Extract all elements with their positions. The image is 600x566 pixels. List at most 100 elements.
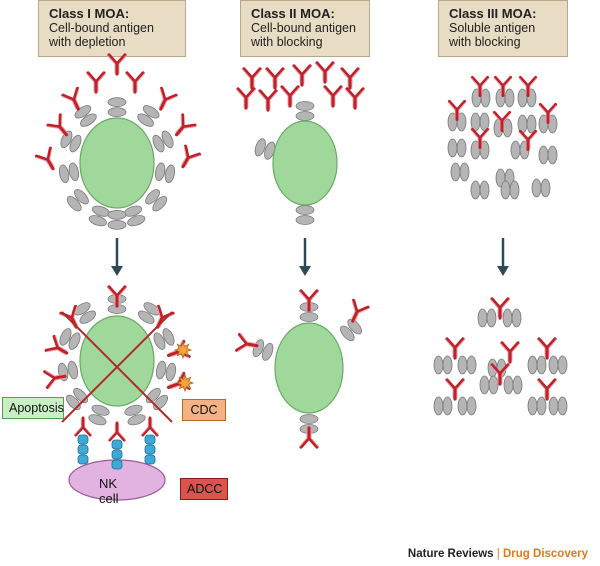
antigen-lobe <box>254 138 266 157</box>
antibody-highlight <box>242 69 262 88</box>
antibody <box>158 86 178 111</box>
dying-target-cell <box>79 315 155 407</box>
antigen-lobe <box>456 138 467 158</box>
antibody <box>518 129 538 152</box>
antigen-lobe <box>442 396 453 416</box>
class-2-header: Class II MOA: Cell-bound antigen with bl… <box>240 0 370 57</box>
soluble-antigen <box>479 375 499 395</box>
apoptosis-label: Apoptosis <box>2 397 64 419</box>
antigen-lobe <box>74 189 89 205</box>
antibody <box>518 75 538 98</box>
soluble-antigen <box>470 180 490 200</box>
antibody <box>107 53 127 76</box>
antigen-lobe <box>536 396 547 416</box>
antibody-highlight <box>493 77 513 96</box>
antigen-lobe <box>548 396 559 416</box>
antibody <box>46 113 69 137</box>
antigen <box>74 105 97 127</box>
journal-footer: Nature Reviews | Drug Discovery <box>408 548 588 560</box>
antibody-body <box>490 363 510 386</box>
antibody-body <box>492 110 512 133</box>
antigen <box>107 209 127 230</box>
antigen-lobe <box>504 88 515 108</box>
antibody-body <box>107 53 127 76</box>
antibody-highlight <box>537 380 557 399</box>
antigen-lobe <box>477 308 488 328</box>
antibody <box>470 127 490 150</box>
antibody-highlight <box>445 380 465 399</box>
antibody <box>299 289 319 312</box>
antibody-highlight <box>168 372 190 391</box>
antibody-highlight <box>490 365 510 384</box>
antibody <box>340 67 360 90</box>
antibody <box>235 332 259 352</box>
antigen-lobe <box>107 209 127 220</box>
antigen-lobe <box>548 355 559 375</box>
complement-burst <box>175 373 195 393</box>
antigen-lobe <box>127 414 146 426</box>
antibody-highlight <box>61 88 81 110</box>
antigen-lobe <box>107 97 127 108</box>
antigen-lobe <box>80 113 97 127</box>
antibody <box>181 144 202 169</box>
antigen-lobe <box>450 162 461 182</box>
antibody <box>345 87 365 110</box>
antigen-lobe <box>527 355 538 375</box>
antigen-lobe <box>66 196 82 212</box>
antigen <box>254 138 276 160</box>
antibody-highlight <box>445 339 465 358</box>
antibody-highlight <box>299 428 319 447</box>
antibody-body <box>445 337 465 360</box>
antibody-body <box>345 87 365 110</box>
soluble-antigen <box>538 145 558 165</box>
antigen-lobe <box>88 215 107 227</box>
antibody-body <box>493 75 513 98</box>
antibody-highlight <box>537 339 557 358</box>
antigen <box>59 328 81 350</box>
antibody-body <box>538 102 558 125</box>
antigen-lobe <box>154 162 166 182</box>
antigen-lobe <box>88 414 107 426</box>
antigen <box>65 387 89 411</box>
antibody <box>470 75 490 98</box>
antigen-lobe <box>517 114 528 134</box>
antigen-lobe <box>142 105 160 119</box>
antibody-highlight <box>45 370 65 389</box>
soluble-antigen <box>548 355 568 375</box>
antibody-body <box>34 146 55 171</box>
antigen <box>339 318 363 342</box>
class-1-header: Class I MOA: Cell-bound antigen with dep… <box>38 0 186 57</box>
antigen-lobe <box>162 328 175 346</box>
antigen-lobe <box>500 180 511 200</box>
soluble-antigen <box>500 180 520 200</box>
antigen <box>155 360 177 382</box>
antigen-lobe <box>67 360 79 380</box>
antigen-lobe <box>347 318 363 335</box>
antigen <box>124 404 146 426</box>
antibody-body <box>181 144 202 169</box>
antibody-highlight <box>258 91 278 110</box>
antibody-body <box>445 378 465 401</box>
antigen-lobe <box>152 196 168 212</box>
antigen-lobe <box>152 134 165 153</box>
antigen <box>88 404 110 426</box>
antigen-lobe <box>442 355 453 375</box>
soluble-antigen <box>517 114 537 134</box>
antibody-body <box>236 87 256 110</box>
antigen-lobe <box>68 332 81 350</box>
fc-receptor <box>77 434 89 445</box>
antibody-highlight <box>107 55 127 74</box>
antigen-lobe <box>299 312 319 322</box>
antibody-body <box>292 64 312 87</box>
antigen-lobe <box>457 355 468 375</box>
antigen <box>88 205 110 227</box>
soluble-antigen <box>433 355 453 375</box>
antibody-body <box>258 89 278 112</box>
fc-receptor <box>144 444 156 455</box>
antibody-highlight <box>47 114 68 136</box>
antigen <box>58 162 80 184</box>
class-3-line1: Soluble antigen <box>449 21 536 35</box>
antigen-lobe <box>486 308 497 328</box>
antibody-highlight <box>158 88 178 110</box>
